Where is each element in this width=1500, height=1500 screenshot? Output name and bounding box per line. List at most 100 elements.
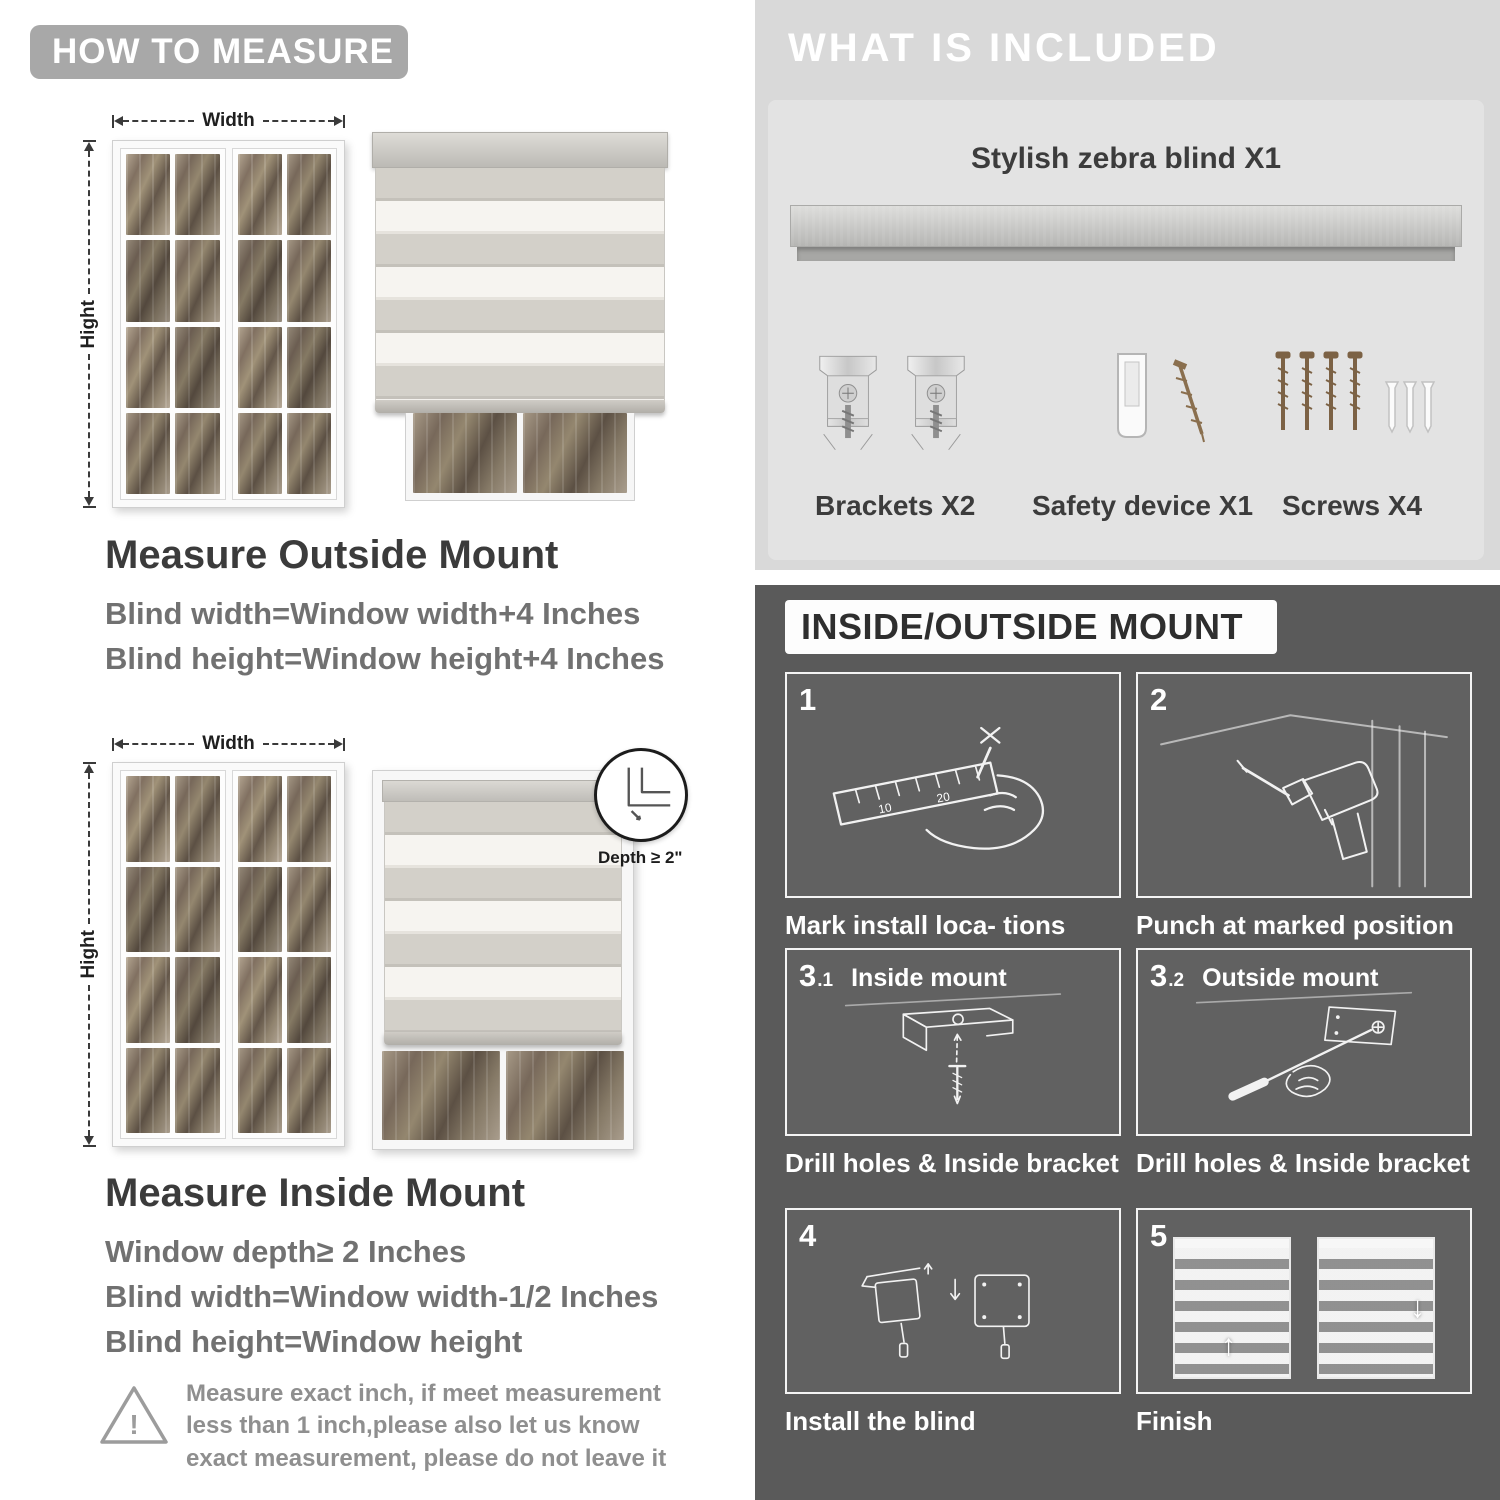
safety-device-label: Safety device X1 <box>1032 490 1254 521</box>
screw-icon <box>1275 350 1435 434</box>
step-caption: Drill holes & Inside bracket <box>785 1148 1119 1178</box>
zebra-stripes <box>384 802 622 1032</box>
window-pane <box>126 326 171 408</box>
window-pane <box>237 412 282 494</box>
dashed-line <box>88 151 90 294</box>
how-to-measure-header: HOW TO MEASURE <box>30 25 408 79</box>
safety-device-icon <box>1117 353 1205 443</box>
blind-headrail <box>372 132 668 168</box>
arrow-tick <box>343 114 345 128</box>
safety-device-image <box>1090 348 1220 466</box>
outside-bracket-illustration-icon <box>1195 991 1413 1101</box>
step-4: 4 <box>785 1208 1121 1437</box>
step-number: 4 <box>799 1218 817 1253</box>
window-pane <box>175 240 220 322</box>
window-illustration-outside <box>112 140 345 508</box>
step-caption: Finish <box>1136 1406 1213 1436</box>
arrow-tick <box>82 506 96 509</box>
outside-mount-line: Blind height=Window height+4 Inches <box>105 641 665 676</box>
dashed-line <box>123 743 195 745</box>
step-number: 5 <box>1150 1218 1168 1253</box>
bracket-icon <box>907 355 965 451</box>
step-1: 1 10 20 Mark install loca- tions <box>785 672 1121 941</box>
window-pane <box>286 326 331 408</box>
depth-label: Depth ≥ 2" <box>598 848 683 867</box>
window-pane <box>126 776 171 862</box>
window-inner <box>120 770 337 1139</box>
step-2: 2 Punch at marked position <box>1136 672 1472 941</box>
height-arrow: Hight <box>76 762 102 1148</box>
zebra-stripes <box>1175 1248 1289 1377</box>
step-2-panel: 2 <box>1136 672 1472 898</box>
dashed-line <box>123 120 195 122</box>
blind-cassette <box>382 780 624 802</box>
arrow-tick <box>82 762 96 764</box>
blind-bottom-rail <box>384 1032 622 1045</box>
outside-mount-title: Measure Outside Mount <box>105 533 559 577</box>
window-pane <box>237 240 282 322</box>
height-label: Hight <box>78 930 99 979</box>
height-arrow: Hight <box>76 140 102 509</box>
window-under-blind <box>404 413 636 501</box>
window-pane <box>237 154 282 236</box>
window-sash <box>231 148 337 500</box>
window-pane <box>286 240 331 322</box>
headrail-lip <box>797 247 1455 261</box>
window-pane <box>286 957 331 1043</box>
arrow-head-up-icon <box>84 142 94 151</box>
svg-text:20: 20 <box>935 789 951 805</box>
arrow-down-icon: ↓ <box>1410 1291 1425 1324</box>
warning-triangle-icon: ! <box>100 1386 168 1444</box>
dashed-line <box>262 743 334 745</box>
step-5-panel: 5 ↑ ↓ <box>1136 1208 1472 1394</box>
window-pane <box>237 1047 282 1133</box>
window-pane <box>126 240 171 322</box>
window-pane <box>286 1047 331 1133</box>
dashed-line <box>88 773 90 925</box>
window-pane <box>286 154 331 236</box>
included-card <box>768 100 1484 560</box>
step-number: 1 <box>799 682 817 717</box>
install-blind-illustration-icon <box>861 1263 1030 1360</box>
blind-headrail <box>1175 1239 1289 1248</box>
arrow-head-right-icon <box>334 739 343 749</box>
screws-image <box>1268 348 1444 460</box>
zebra-blind-headrail-image <box>790 205 1462 261</box>
step-caption: Punch at marked position <box>1136 910 1454 940</box>
step-5: 5 ↑ ↓ Finish <box>1136 1208 1472 1437</box>
arrow-head-left-icon <box>114 739 123 749</box>
arrow-head-down-icon <box>84 1136 94 1146</box>
arrow-head-down-icon <box>84 497 94 507</box>
svg-text:!: ! <box>129 1409 138 1440</box>
svg-text:10: 10 <box>877 800 893 816</box>
arrow-tick <box>112 114 114 128</box>
step-1-panel: 1 10 20 <box>785 672 1121 898</box>
window-pane <box>286 412 331 494</box>
window-pane <box>175 412 220 494</box>
dashed-line <box>88 984 90 1137</box>
step-number: 2 <box>1150 682 1168 717</box>
dashed-line <box>88 354 90 498</box>
zebra-stripes <box>1319 1248 1433 1377</box>
window-pane <box>175 1047 220 1133</box>
depth-detail-circle <box>594 748 688 842</box>
zebra-blind-label: Stylish zebra blind X1 <box>970 142 1282 175</box>
blind-bottom-rail <box>375 400 665 413</box>
inside-mount-title: Measure Inside Mount <box>105 1171 526 1215</box>
arrow-tick <box>343 737 345 751</box>
blind-closed-illustration: ↓ <box>1317 1237 1435 1379</box>
window-inner <box>120 148 337 500</box>
window-pane <box>523 413 628 493</box>
inside-mount-line: Blind width=Window width-1/2 Inches <box>105 1279 659 1314</box>
arrow-up-icon: ↑ <box>1221 1329 1236 1362</box>
window-pane <box>286 866 331 952</box>
headrail-top <box>790 205 1462 247</box>
zebra-blind-outside-mount-illustration <box>372 132 668 501</box>
blind-headrail <box>1319 1239 1433 1248</box>
step-caption: Install the blind <box>785 1406 976 1436</box>
screws-label: Screws X4 <box>1282 490 1423 521</box>
window-sash <box>120 148 226 500</box>
arrow-tick <box>82 1145 96 1148</box>
